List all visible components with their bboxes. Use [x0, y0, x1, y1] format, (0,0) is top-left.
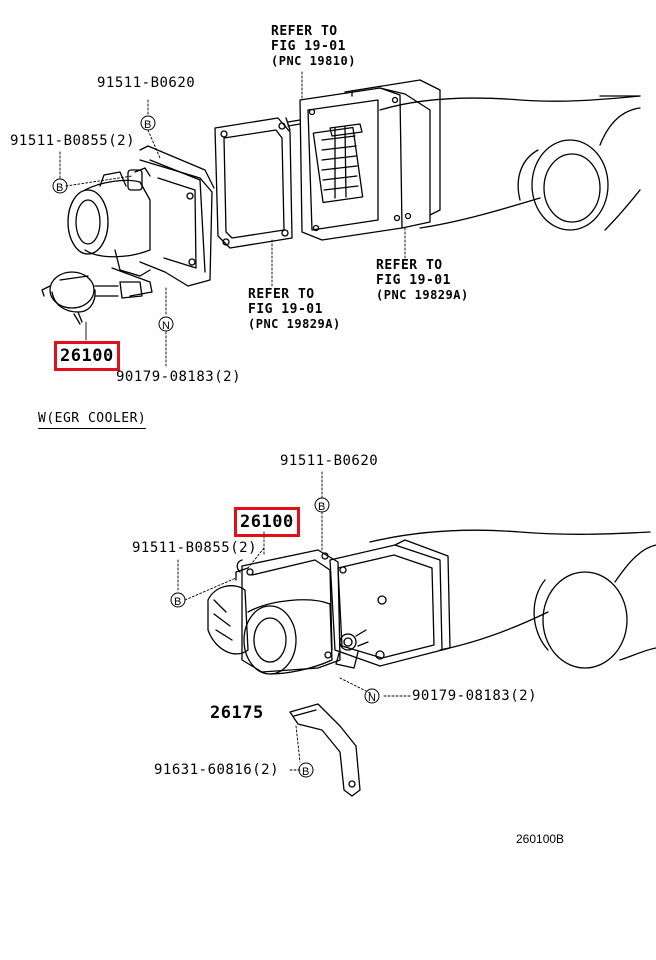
label-91631-60816: 91631-60816(2) [154, 762, 280, 778]
callout-b-top-2: B [56, 182, 64, 194]
refer-lower-line1: REFER TO [248, 287, 315, 302]
label-91511-b0855-bottom: 91511-B0855(2) [132, 540, 258, 556]
leader-lines-top [59, 71, 406, 369]
callout-n-bottom: N [368, 692, 376, 704]
callout-n-top: N [162, 320, 170, 332]
gasket-top [214, 117, 293, 249]
bracket-26175 [289, 703, 361, 797]
refer-lower: REFER TO FIG 19-01 (PNC 19829A) [248, 287, 341, 332]
callout-b-top-1: B [144, 119, 152, 131]
refer-right-pnc: (PNC 19829A) [376, 288, 469, 302]
throttle-body-top [285, 79, 441, 241]
label-26175: 26175 [210, 703, 264, 723]
refer-right-line2: FIG 19-01 [376, 273, 451, 288]
part-26100-bottom-highlight[interactable]: 26100 [234, 507, 300, 537]
refer-upper-line1: REFER TO [271, 24, 338, 39]
label-91511-b0855-top: 91511-B0855(2) [10, 133, 136, 149]
callout-b-bottom-1: B [318, 501, 326, 513]
intake-pipe-bottom [369, 529, 656, 669]
refer-lower-line2: FIG 19-01 [248, 302, 323, 317]
refer-upper: REFER TO FIG 19-01 (PNC 19810) [271, 24, 356, 69]
refer-right-line1: REFER TO [376, 258, 443, 273]
refer-right: REFER TO FIG 19-01 (PNC 19829A) [376, 258, 469, 303]
label-90179-08183-top: 90179-08183(2) [116, 369, 242, 385]
label-91511-b0620-bottom: 91511-B0620 [280, 453, 379, 469]
egr-valve-bottom [207, 549, 369, 675]
part-26100-top-highlight[interactable]: 26100 [54, 341, 120, 371]
label-91511-b0620-top: 91511-B0620 [97, 75, 196, 91]
refer-lower-pnc: (PNC 19829A) [248, 317, 341, 331]
egr-valve-top [41, 145, 215, 325]
label-90179-08183-bottom: 90179-08183(2) [412, 688, 538, 704]
throttle-body-bottom [329, 539, 451, 667]
refer-upper-line2: FIG 19-01 [271, 39, 346, 54]
callout-b-bottom-2: B [174, 596, 182, 608]
callout-b-bottom-3: B [302, 766, 310, 778]
refer-upper-pnc: (PNC 19810) [271, 54, 356, 68]
section-label: W(EGR COOLER) [38, 411, 147, 429]
figure-code: 260100B [516, 832, 565, 846]
leader-lines-bottom [177, 471, 411, 771]
callout-circles-bottom [170, 497, 380, 778]
callout-circles-top [52, 115, 174, 332]
intake-pipe-top [379, 95, 641, 231]
